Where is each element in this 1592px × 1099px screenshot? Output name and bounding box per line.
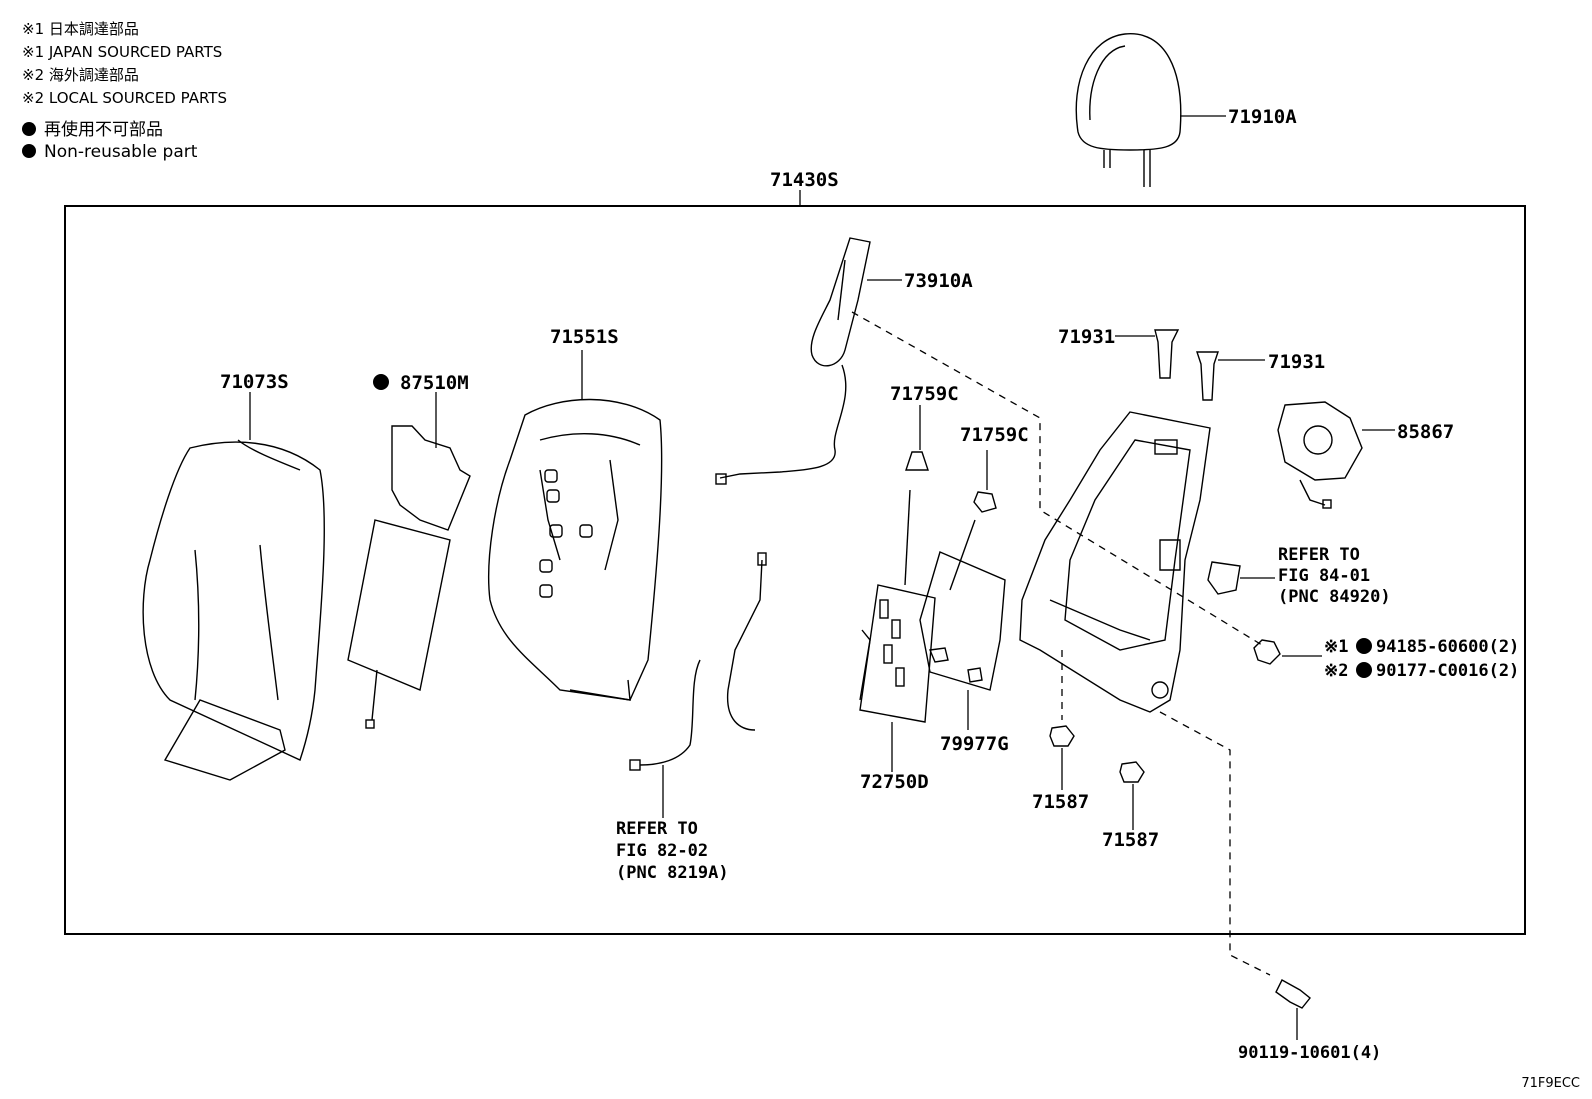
part-label-87510M[interactable]: 87510M xyxy=(400,372,469,394)
lumbar-support-part[interactable] xyxy=(859,489,976,723)
part-label-71759C-a[interactable]: 71759C xyxy=(890,383,959,405)
heater-part[interactable] xyxy=(347,425,471,729)
nut-b-part[interactable] xyxy=(1119,761,1145,783)
marker-local: ※2 xyxy=(1324,661,1348,681)
legend-non-reusable: 再使用不可部品 Non-reusable part xyxy=(22,118,227,164)
ref-fig84-line2[interactable]: FIG 84-01 xyxy=(1278,566,1370,586)
part-label-71931-a[interactable]: 71931 xyxy=(1058,326,1115,348)
legend: ※1 日本調達部品 ※1 JAPAN SOURCED PARTS ※2 海外調達… xyxy=(22,18,227,164)
non-reusable-dot-icon xyxy=(1356,662,1372,678)
part-label-71759C-b[interactable]: 71759C xyxy=(960,424,1029,446)
part-label-71910A[interactable]: 71910A xyxy=(1228,106,1297,128)
frame-cover-part[interactable] xyxy=(1277,401,1363,509)
ref-fig84-line3[interactable]: (PNC 84920) xyxy=(1278,587,1391,607)
headrest-part[interactable] xyxy=(1075,33,1182,187)
diagram-code: 71F9ECC xyxy=(1521,1076,1580,1091)
part-label-90119-10601[interactable]: 90119-10601(4) xyxy=(1238,1043,1381,1063)
legend-local-en: ※2 LOCAL SOURCED PARTS xyxy=(22,89,227,107)
part-label-85867[interactable]: 85867 xyxy=(1397,421,1454,443)
seat-pad-part[interactable] xyxy=(488,398,663,701)
non-reusable-label-en: Non-reusable part xyxy=(44,142,198,162)
part-label-90177-C0016[interactable]: 90177-C0016(2) xyxy=(1376,661,1519,681)
non-reusable-dot-icon xyxy=(22,144,36,158)
part-label-71587-a[interactable]: 71587 xyxy=(1032,791,1089,813)
part-label-71551S[interactable]: 71551S xyxy=(550,326,619,348)
bolt-part[interactable] xyxy=(1275,979,1311,1009)
ref-fig82-line2[interactable]: FIG 82-02 xyxy=(616,841,708,861)
part-label-71931-b[interactable]: 71931 xyxy=(1268,351,1325,373)
seat-cover-part[interactable] xyxy=(142,439,325,781)
ref-fig82-line1[interactable]: REFER TO xyxy=(616,819,698,839)
marker-japan: ※1 xyxy=(1324,637,1348,657)
nut-part[interactable] xyxy=(1253,639,1281,665)
part-label-94185-60600[interactable]: 94185-60600(2) xyxy=(1376,637,1519,657)
part-label-73910A[interactable]: 73910A xyxy=(904,270,973,292)
ref-fig82-line3[interactable]: (PNC 8219A) xyxy=(616,863,729,883)
seat-frame-part[interactable] xyxy=(1019,411,1211,713)
non-reusable-dot-icon xyxy=(22,122,36,136)
non-reusable-label-jp: 再使用不可部品 xyxy=(44,120,163,140)
part-label-79977G[interactable]: 79977G xyxy=(940,733,1009,755)
mat-part[interactable] xyxy=(919,551,1006,691)
non-reusable-dot-icon xyxy=(1356,638,1372,654)
harness-part[interactable] xyxy=(629,552,767,771)
pin-a-part[interactable] xyxy=(1154,329,1180,379)
legend-japan-jp: ※1 日本調達部品 xyxy=(22,20,139,38)
airbag-part[interactable] xyxy=(715,237,871,485)
non-reusable-dot-icon xyxy=(373,374,389,390)
part-label-72750D[interactable]: 72750D xyxy=(860,771,929,793)
clip-a-part[interactable] xyxy=(905,451,929,471)
pin-b-part[interactable] xyxy=(1196,351,1219,401)
legend-local-jp: ※2 海外調達部品 xyxy=(22,66,139,84)
ref-fig84-line1[interactable]: REFER TO xyxy=(1278,545,1360,565)
fig84-part[interactable] xyxy=(1207,561,1241,595)
assembly-frame xyxy=(64,205,1526,935)
part-label-71587-b[interactable]: 71587 xyxy=(1102,829,1159,851)
clip-b-part[interactable] xyxy=(973,491,997,513)
nut-a-part[interactable] xyxy=(1049,725,1075,747)
part-label-71430S[interactable]: 71430S xyxy=(770,169,839,191)
part-label-71073S[interactable]: 71073S xyxy=(220,371,289,393)
legend-japan-en: ※1 JAPAN SOURCED PARTS xyxy=(22,43,223,61)
